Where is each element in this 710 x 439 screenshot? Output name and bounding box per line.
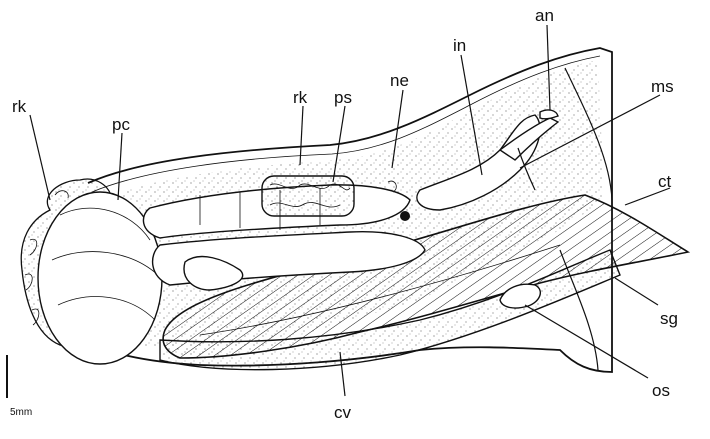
marking-ne	[400, 211, 410, 221]
anus-projection	[540, 110, 558, 119]
label-pc: pc	[112, 115, 130, 134]
scale-bar-label: 5mm	[10, 407, 32, 418]
label-ps: ps	[334, 88, 352, 107]
label-ms: ms	[651, 77, 674, 96]
label-os: os	[652, 381, 670, 400]
ps-organ	[262, 176, 354, 216]
label-ne: ne	[390, 71, 409, 90]
label-rk-left: rk	[12, 97, 27, 116]
label-in: in	[453, 36, 466, 55]
label-an: an	[535, 6, 554, 25]
label-cv: cv	[334, 403, 352, 422]
label-ct: ct	[658, 172, 672, 191]
scale-bar: 5mm	[7, 355, 32, 418]
label-rk-top: rk	[293, 88, 308, 107]
label-sg: sg	[660, 309, 678, 328]
